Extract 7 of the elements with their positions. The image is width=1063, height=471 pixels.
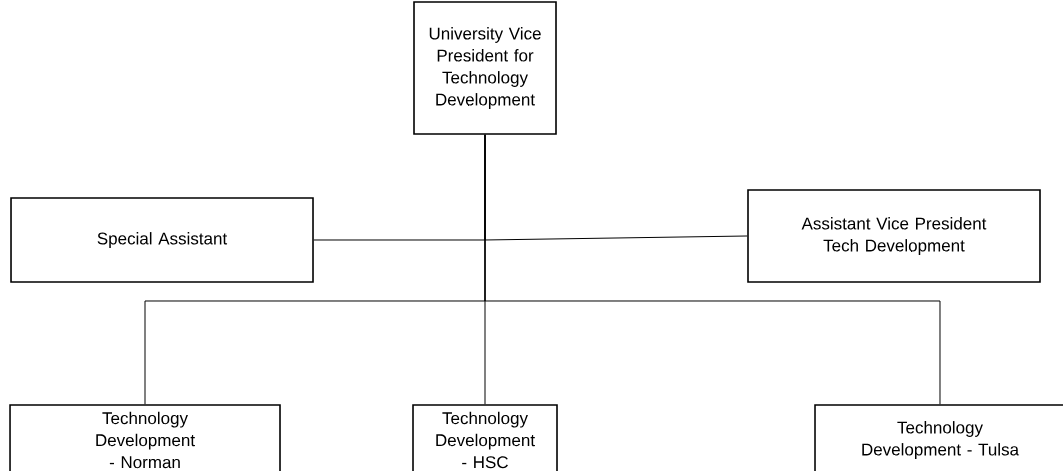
org-box: Technology Development - HSC (412, 404, 558, 471)
org-box: University Vice President for Technology Development (413, 1, 557, 135)
org-box: Technology Development - Norman (9, 404, 281, 471)
org-box: Special Assistant (10, 197, 314, 283)
org-box: Assistant Vice President Tech Development (747, 189, 1041, 283)
connector-line (484, 134, 941, 405)
org-box: Technology Development - Tulsa (814, 404, 1063, 471)
